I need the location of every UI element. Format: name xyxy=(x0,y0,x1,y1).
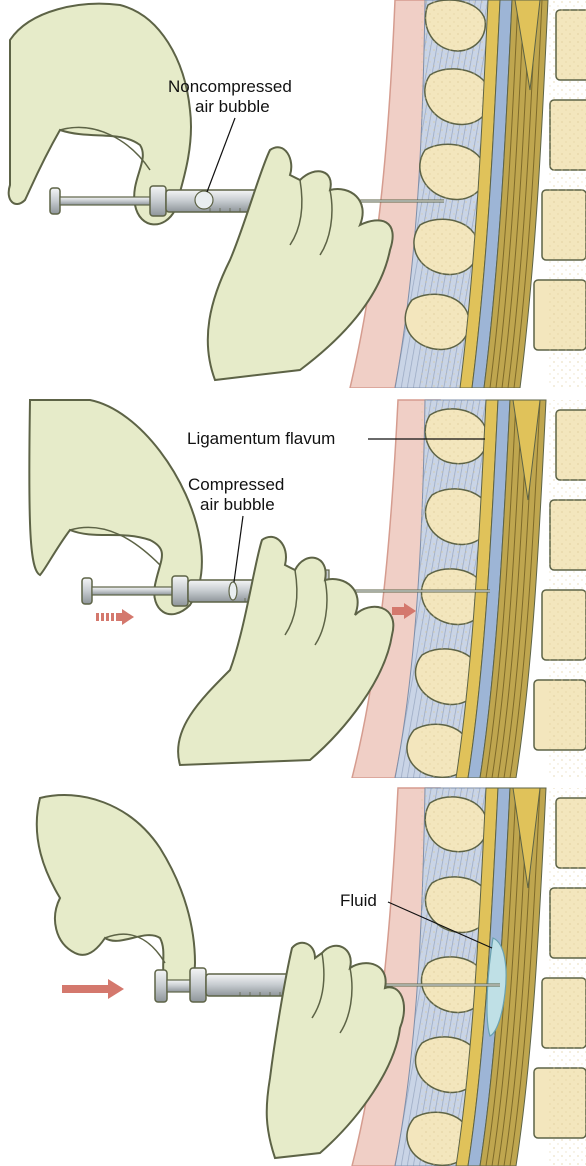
panel-compressed: Ligamentum flavum Compressed air bubble xyxy=(0,390,586,778)
leader-line xyxy=(234,516,243,582)
label-fluid: Fluid xyxy=(340,891,377,910)
panel-fluid: Fluid xyxy=(0,778,586,1166)
label-noncompressed-1: Noncompressed xyxy=(168,77,292,96)
panel-1-illustration: Noncompressed air bubble xyxy=(0,0,586,388)
lower-hand xyxy=(178,537,393,765)
leader-line xyxy=(207,118,235,192)
label-compressed-2: air bubble xyxy=(200,495,275,514)
panel-noncompressed: Noncompressed air bubble xyxy=(0,0,586,388)
upper-hand xyxy=(37,795,195,987)
label-noncompressed-2: air bubble xyxy=(195,97,270,116)
label-compressed-1: Compressed xyxy=(188,475,284,494)
panel-3-illustration: Fluid xyxy=(0,778,586,1166)
air-bubble xyxy=(195,191,213,209)
label-ligamentum-flavum: Ligamentum flavum xyxy=(187,429,335,448)
panel-2-illustration: Ligamentum flavum Compressed air bubble xyxy=(0,390,586,778)
solid-arrow xyxy=(62,979,124,999)
dashed-arrow xyxy=(96,609,134,625)
air-bubble xyxy=(229,582,237,600)
